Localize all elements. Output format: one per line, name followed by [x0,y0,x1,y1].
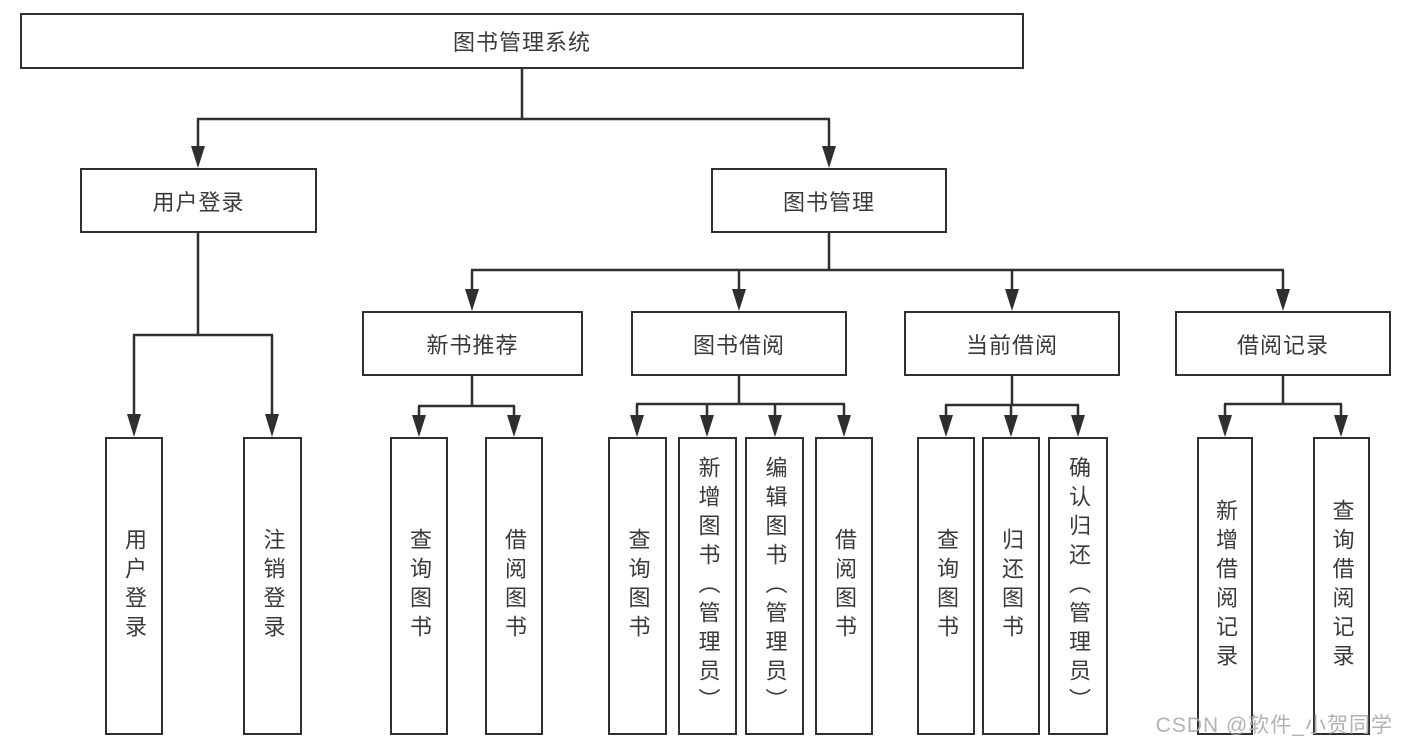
leaf-borrow-books-label: 借阅图书 [832,528,857,644]
leaf-query-books-current: 查询图书 [917,437,975,735]
leaf-user-login-label: 用户登录 [122,528,147,644]
leaf-return-book: 归还图书 [982,437,1040,735]
connector-lines-root [196,69,831,149]
node-book-borrow: 图书借阅 [631,311,847,376]
csdn-watermark: CSDN @软件_小贺同学 [1155,714,1393,737]
connector-lines-recommend-branch [417,376,516,417]
node-new-book-recommend-label: 新书推荐 [426,332,519,358]
node-book-management-label: 图书管理 [782,189,875,215]
node-new-book-recommend: 新书推荐 [362,311,583,376]
leaf-query-books-borrow-label: 查询图书 [625,528,651,644]
connector-lines-current-branch [944,376,1080,417]
node-user-login: 用户登录 [80,168,317,233]
leaf-borrow-books: 借阅图书 [815,437,873,735]
leaf-logout-label: 注销登录 [260,528,286,644]
node-library-system-label: 图书管理系统 [452,30,591,55]
leaf-add-book-admin-label: 新增图书（管理员） [695,455,721,717]
leaf-query-books-current-label: 查询图书 [934,528,959,644]
connector-lines-login-branch [132,233,274,416]
connector-lines-management-branch [470,233,1285,292]
node-borrow-records-label: 借阅记录 [1236,332,1329,358]
leaf-query-borrow-record: 查询借阅记录 [1313,437,1370,735]
leaf-edit-book-admin-label: 编辑图书（管理员） [762,455,788,717]
leaf-edit-book-admin: 编辑图书（管理员） [745,437,804,735]
node-library-system: 图书管理系统 [20,13,1024,69]
leaf-query-books-recommend: 查询图书 [390,437,448,735]
connector-lines-records-branch [1223,376,1343,417]
leaf-add-book-admin: 新增图书（管理员） [678,437,737,735]
node-book-management: 图书管理 [711,168,947,233]
leaf-add-borrow-record-label: 新增借阅记录 [1213,499,1238,673]
leaf-confirm-return-admin: 确认归还（管理员） [1048,437,1108,735]
leaf-query-books-recommend-label: 查询图书 [407,528,432,644]
leaf-user-login: 用户登录 [105,437,163,735]
node-borrow-records: 借阅记录 [1175,311,1391,376]
leaf-query-books-borrow: 查询图书 [608,437,667,735]
leaf-borrow-books-recommend-label: 借阅图书 [502,528,527,644]
node-user-login-label: 用户登录 [152,189,245,215]
connector-lines-borrow-branch [635,376,846,417]
node-current-borrow: 当前借阅 [904,311,1120,376]
leaf-logout: 注销登录 [243,437,302,735]
leaf-query-borrow-record-label: 查询借阅记录 [1329,499,1355,673]
leaf-borrow-books-recommend: 借阅图书 [485,437,543,735]
leaf-confirm-return-admin-label: 确认归还（管理员） [1066,455,1091,717]
leaf-add-borrow-record: 新增借阅记录 [1197,437,1253,735]
node-current-borrow-label: 当前借阅 [965,332,1058,358]
node-book-borrow-label: 图书借阅 [692,332,785,358]
leaf-return-book-label: 归还图书 [999,528,1024,644]
